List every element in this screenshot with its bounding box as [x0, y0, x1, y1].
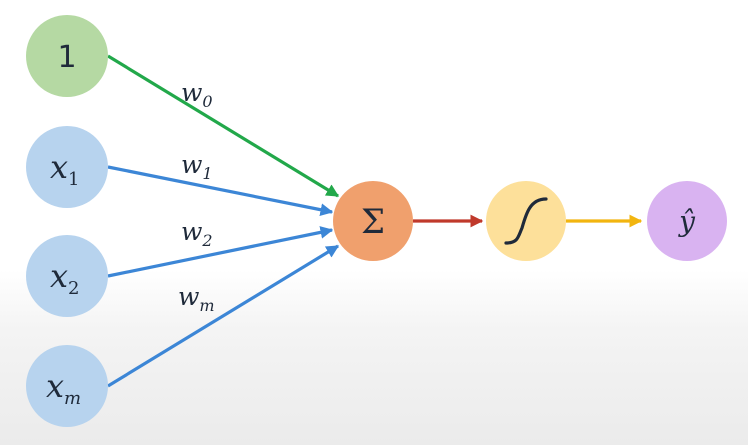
edge-bias-to-sum [107, 54, 340, 198]
input-node-x2: x2 [26, 235, 108, 317]
output-node: ŷ [647, 181, 727, 261]
summation-node-label: Σ [361, 202, 385, 242]
edge-x2-to-sum [107, 226, 334, 278]
output-node-label: ŷ [677, 205, 696, 238]
input-node-x1: x1 [26, 126, 108, 208]
input-node-x2-label: x2 [50, 257, 80, 299]
activation-node [486, 181, 566, 261]
bias-node-label: 1 [57, 40, 76, 75]
weight-label-w0: w0 [181, 78, 213, 111]
input-node-xm: xm [26, 345, 108, 427]
bias-node: 1 [26, 15, 108, 97]
edge-xm-to-sum [107, 244, 340, 388]
weight-label-w1: w1 [181, 150, 213, 183]
weight-label-wm: wm [178, 282, 215, 315]
sigmoid-icon [504, 197, 548, 245]
summation-node: Σ [333, 181, 413, 261]
input-node-x1-label: x1 [50, 148, 80, 190]
weight-label-w2: w2 [181, 217, 213, 250]
input-node-xm-label: xm [46, 367, 81, 409]
edge-x1-to-sum [107, 165, 334, 217]
